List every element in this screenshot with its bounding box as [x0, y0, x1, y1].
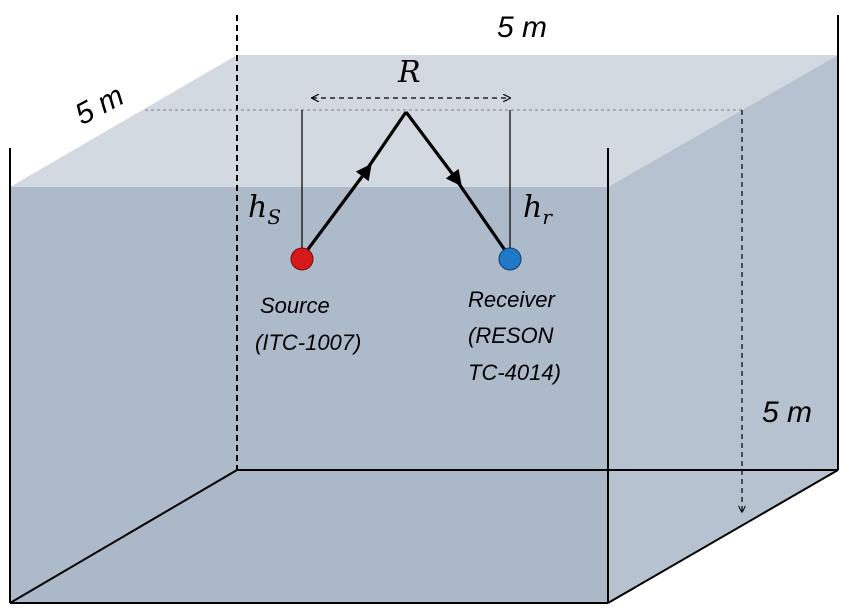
right-floor-edge [607, 469, 839, 604]
source-height-symbol: h [248, 190, 267, 225]
source-height-label: hS [248, 190, 281, 229]
left-floor-edge [9, 469, 238, 604]
source-transducer [290, 247, 314, 271]
receiver-model-line2: TC-4014) [468, 360, 561, 385]
receiver-name-label: Receiver [468, 287, 556, 312]
source-height-subscript: S [267, 205, 281, 229]
receiver-height-label: hr [523, 190, 553, 229]
height-dimension-label: 5 m [762, 396, 812, 429]
water-right-face [608, 55, 838, 603]
reflected-ray-upper [404, 111, 462, 187]
range-label: R [397, 55, 421, 90]
reflected-ray-lower [453, 177, 511, 257]
water-surface [10, 55, 838, 187]
incident-ray-lower [301, 163, 372, 257]
incident-ray-upper [363, 111, 408, 173]
receiver-height-symbol: h [523, 190, 542, 225]
source-model-label: (ITC-1007) [255, 330, 361, 355]
source-name-label: Source [260, 293, 330, 318]
width-dimension-label: 5 m [497, 11, 547, 44]
receiver-transducer [498, 247, 522, 271]
receiver-model-line1: (RESON [468, 323, 554, 348]
receiver-height-subscript: r [542, 205, 553, 229]
